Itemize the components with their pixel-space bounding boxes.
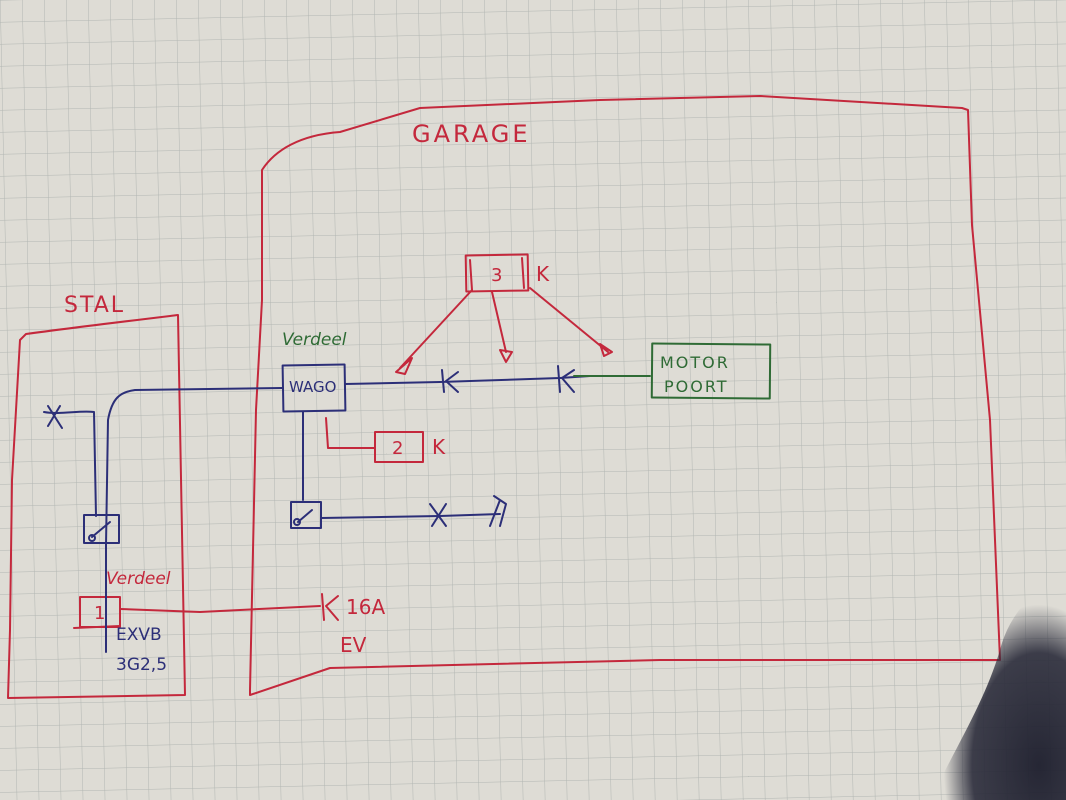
motor-label-line2: POORT — [664, 377, 729, 396]
arrow-right — [529, 287, 613, 357]
cable-size-label: 3G2,5 — [116, 655, 167, 675]
box-1-number: 1 — [94, 603, 105, 624]
box-3 — [464, 253, 530, 293]
arrow-left — [395, 289, 473, 375]
feed-cable — [105, 387, 283, 653]
garage-switch — [290, 501, 322, 529]
outlet-ev: EV — [340, 633, 367, 657]
box-3-number: 3 — [491, 265, 502, 286]
box-2-number: 2 — [392, 438, 403, 459]
verdeel-garage-label: Verdeel — [282, 330, 347, 350]
outlet-rating: 16A — [346, 595, 385, 619]
wago-label: WAGO — [289, 378, 336, 396]
ev-cable — [119, 605, 321, 613]
hand-shadow — [930, 570, 1066, 800]
ev-outlet-symbol — [321, 593, 339, 621]
arrow-mid — [491, 291, 513, 363]
room-title-stal: STAL — [64, 293, 125, 318]
room-title-garage: GARAGE — [412, 120, 530, 148]
garage-outline — [249, 95, 1001, 696]
motor-poort-box — [650, 342, 772, 400]
stal-outline — [7, 314, 186, 699]
motor-label-line1: MOTOR — [660, 353, 730, 372]
wago-box — [281, 363, 347, 413]
verdeel-stal-label: Verdeel — [106, 569, 171, 589]
box-2-k-label: K — [432, 435, 446, 459]
cable-type-label: EXVB — [116, 625, 162, 645]
stal-switch — [83, 514, 120, 544]
box-3-k-label: K — [536, 262, 550, 286]
